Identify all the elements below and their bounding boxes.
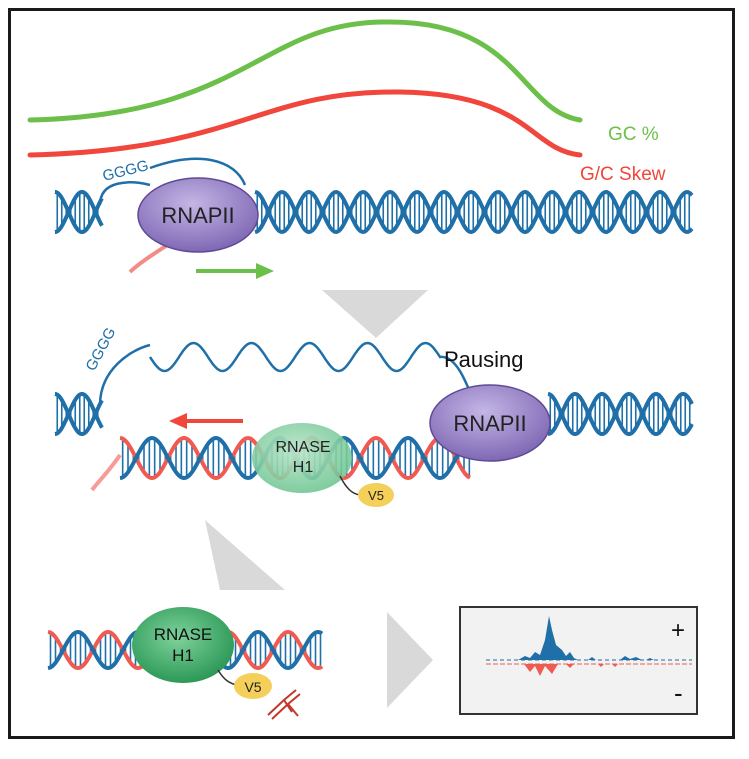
gggg-strand-top	[149, 157, 247, 186]
gggg-strand-mid	[98, 343, 151, 406]
plus-strand-label: +	[671, 617, 685, 644]
transition-arrow-right	[387, 612, 433, 708]
dna-top-right-strand-b	[254, 189, 694, 235]
rnase-h1-label-mid-1: RNASE	[275, 439, 330, 456]
rnapii-label-top: RNAPII	[161, 203, 234, 228]
transcription-direction-arrow	[196, 263, 274, 279]
plus-strand-signal	[518, 616, 578, 660]
figure-frame	[8, 8, 735, 739]
minus-strand-signal	[524, 664, 574, 676]
rnapii-label-mid: RNAPII	[453, 411, 526, 436]
v5-label-mid: V5	[368, 488, 384, 503]
rnapii-mid	[429, 384, 551, 462]
minus-strand-signal-minor	[598, 664, 618, 667]
v5-tag-mid	[358, 483, 394, 507]
antibody-icon	[267, 689, 301, 720]
gc-skew-label: G/C Skew	[580, 164, 666, 185]
gc-percent-label: GC %	[608, 124, 659, 145]
template-strand-loop-top	[98, 181, 151, 206]
rnase-h1-direction-arrow	[169, 413, 243, 429]
dna-mid-right-strand-b	[547, 392, 694, 437]
signal-track-panel: + -	[459, 606, 698, 715]
rnase-h1-label-bottom-2: H1	[172, 646, 194, 665]
transition-arrow-down	[322, 290, 428, 338]
dna-helix-middle	[54, 391, 694, 437]
rnase-h1-bottom	[132, 607, 234, 683]
pausing-label: Pausing	[444, 347, 524, 372]
rnase-h1-label-mid-2: H1	[293, 459, 314, 476]
gggg-label-top: GGGG	[101, 157, 150, 185]
gc-percent-curve	[27, 19, 583, 123]
dna-top-left-strand-a	[54, 190, 104, 234]
minus-strand-label: -	[674, 678, 683, 708]
dna-mid-right-strand-a	[547, 391, 694, 436]
nascent-rna-tail-mid	[90, 453, 122, 492]
rnase-h1-label-bottom-1: RNASE	[154, 625, 213, 644]
rnapii-top	[137, 177, 259, 253]
gc-skew-curve	[27, 89, 583, 158]
dna-top-left-strand-b	[54, 190, 104, 234]
plus-strand-signal-minor	[588, 656, 654, 660]
dna-mid-left-strand-b	[54, 392, 104, 436]
dna-mid-left-strand-a	[54, 392, 104, 436]
dna-helix-top	[54, 189, 694, 235]
displaced-strand-wave	[148, 341, 472, 393]
v5-label-bottom: V5	[244, 679, 261, 695]
v5-tag-bottom	[234, 673, 272, 699]
rnase-h1-mid	[252, 423, 352, 493]
transition-arrow-diagonal	[205, 520, 285, 590]
